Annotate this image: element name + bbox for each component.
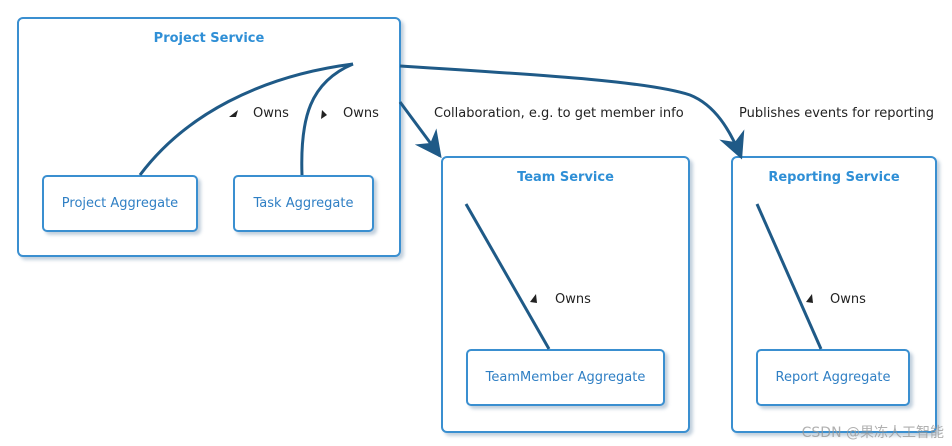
watermark-text: CSDN @果冻人工智能 <box>801 425 944 441</box>
owns-direction-icon <box>530 294 537 303</box>
owns-label-task: Owns <box>343 106 379 121</box>
team-service-title: Team Service <box>517 170 614 185</box>
owns-edge-project <box>138 62 354 176</box>
collaboration-edge <box>398 101 442 159</box>
publishes-edge <box>399 64 745 160</box>
owns-label-project: Owns <box>253 106 289 121</box>
report-aggregate-box: Report Aggregate <box>756 349 910 406</box>
project-service-title: Project Service <box>153 31 265 46</box>
project-aggregate-box: Project Aggregate <box>42 175 198 232</box>
owns-direction-icon <box>321 110 327 119</box>
publishes-label: Publishes events for reporting <box>739 106 934 121</box>
owns-label-team-member: Owns <box>555 292 591 307</box>
team-member-aggregate-box: TeamMember Aggregate <box>466 349 665 406</box>
owns-edge-report <box>755 203 823 350</box>
owns-edge-task <box>300 62 354 176</box>
owns-direction-icon <box>229 110 238 117</box>
reporting-service-title: Reporting Service <box>768 170 900 185</box>
owns-label-report: Owns <box>830 292 866 307</box>
collaboration-label: Collaboration, e.g. to get member info <box>434 106 684 121</box>
owns-edge-team-member <box>464 203 551 350</box>
task-aggregate-box: Task Aggregate <box>233 175 374 232</box>
owns-direction-icon <box>806 294 813 303</box>
